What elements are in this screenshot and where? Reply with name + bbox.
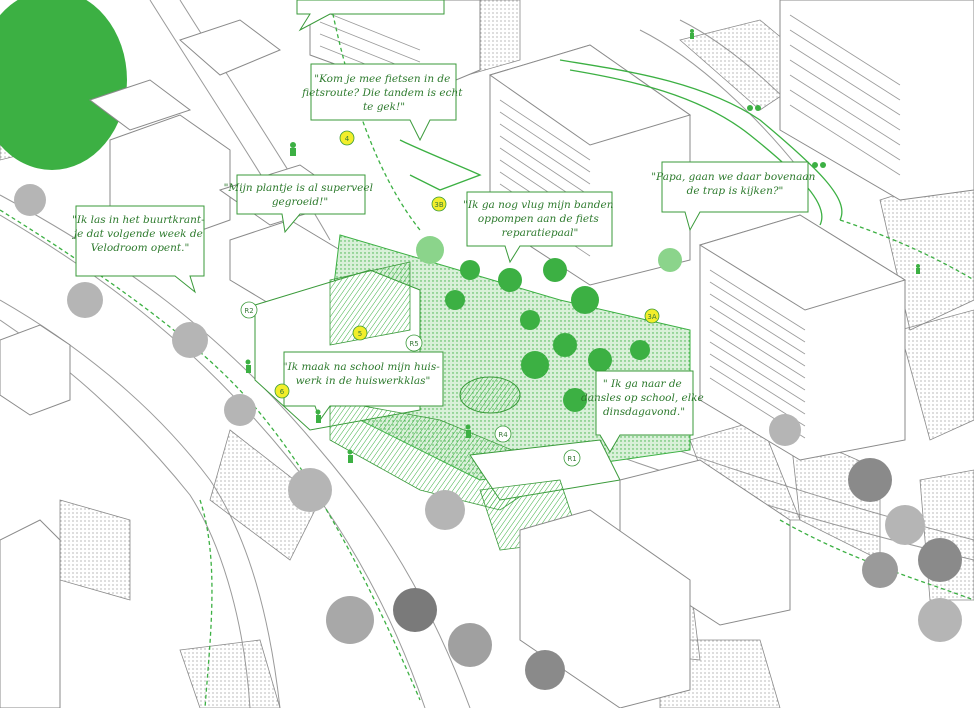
quote-bubbles	[75, 0, 809, 453]
marker-3a: 3A	[644, 308, 660, 324]
quote-bubble-dansles	[595, 370, 694, 453]
quote-bubble-papa	[661, 161, 809, 232]
quote-bubble-top	[296, 0, 445, 32]
quote-bubble-fiets	[310, 63, 457, 142]
svg-text:R2: R2	[244, 307, 253, 315]
quote-bubble-banden	[466, 191, 613, 264]
quote-bubble-plantje	[236, 174, 366, 234]
svg-text:3A: 3A	[647, 313, 656, 321]
svg-text:6: 6	[280, 388, 285, 396]
quote-line: te gek!"	[363, 101, 405, 113]
person-icon	[465, 424, 471, 438]
ref-r1: R1	[563, 449, 581, 467]
person-icon	[347, 449, 353, 463]
quote-texts: "Kom je mee fietsen in de fietsroute? Di…	[72, 73, 818, 418]
svg-text:"Ik las in het buurtkrant-: "Ik las in het buurtkrant- je dat volgen…	[72, 214, 208, 254]
svg-text:3B: 3B	[434, 201, 443, 209]
quote-line: reparatiepaal"	[502, 227, 579, 239]
marker-5: 5	[352, 325, 368, 341]
svg-text:"Papa, gaan we daar bovenaan: "Papa, gaan we daar bovenaan de trap is …	[651, 171, 818, 197]
svg-text:R5: R5	[409, 340, 418, 348]
person-icon	[916, 264, 920, 274]
grey-trees	[14, 184, 962, 690]
person-icon	[245, 359, 251, 373]
ref-r2: R2	[240, 301, 258, 319]
quote-line: fietsroute? Die tandem is echt	[301, 87, 463, 99]
svg-text:"Mijn plantje is al superveel: "Mijn plantje is al superveel gegroeid!"	[224, 182, 377, 208]
quote-line: " Ik ga naar de	[603, 378, 682, 390]
svg-text:R1: R1	[567, 455, 576, 463]
svg-text:" Ik ga naar de dansles: " Ik ga naar de dansles op school, elke …	[581, 378, 707, 418]
quote-line: "Ik ga nog vlug mijn banden	[463, 199, 614, 211]
svg-text:"Kom je mee fietsen in de: "Kom je mee fietsen in de fietsroute? Di…	[301, 73, 466, 113]
svg-text:5: 5	[358, 330, 362, 338]
quote-line: dansles op school, elke	[581, 392, 704, 404]
quote-bubble-huiswerk	[283, 351, 444, 422]
quote-line: oppompen aan de fiets	[478, 213, 599, 225]
bottom-right-buildings	[519, 459, 791, 708]
person-icon	[690, 29, 694, 39]
bicycle-icon	[747, 105, 761, 111]
quote-line: Velodroom opent."	[91, 242, 190, 254]
location-markers: 4 3B 5 6 3A	[274, 130, 660, 399]
quote-line: dinsdagavond."	[603, 406, 685, 418]
quote-line: "Papa, gaan we daar bovenaan	[651, 171, 815, 183]
quote-bubble-buurtkrant	[75, 205, 205, 294]
quote-line: "Kom je mee fietsen in de	[314, 73, 450, 85]
quote-line: je dat volgende week de	[72, 228, 203, 240]
svg-text:"Ik ga nog vlug mijn banden: "Ik ga nog vlug mijn banden oppompen aan…	[463, 199, 617, 239]
ref-r4: R4	[494, 425, 512, 443]
marker-6: 6	[274, 383, 290, 399]
svg-text:4: 4	[345, 135, 350, 143]
person-icon	[315, 409, 321, 423]
quote-line: werk in de huiswerkklas"	[296, 375, 431, 387]
bicycle-icon	[812, 162, 826, 168]
green-trees	[416, 236, 682, 412]
people-figures	[245, 29, 920, 463]
reference-labels: R2 R5 R4 R1	[240, 301, 581, 467]
svg-text:"Ik maak na school mijn huis-: "Ik maak na school mijn huis- werk in de…	[283, 361, 443, 387]
svg-text:R4: R4	[498, 431, 508, 439]
marker-4: 4	[339, 130, 355, 146]
person-icon	[290, 142, 296, 156]
ref-r5: R5	[405, 334, 423, 352]
quote-line: "Ik maak na school mijn huis-	[283, 361, 441, 373]
quote-line: de trap is kijken?"	[687, 185, 784, 197]
marker-3b: 3B	[431, 196, 447, 212]
quote-line: gegroeid!"	[272, 196, 328, 208]
quote-line: "Ik las in het buurtkrant-	[72, 214, 205, 226]
quote-line: "Mijn plantje is al superveel	[224, 182, 373, 194]
canopy-tree-large	[0, 0, 127, 170]
